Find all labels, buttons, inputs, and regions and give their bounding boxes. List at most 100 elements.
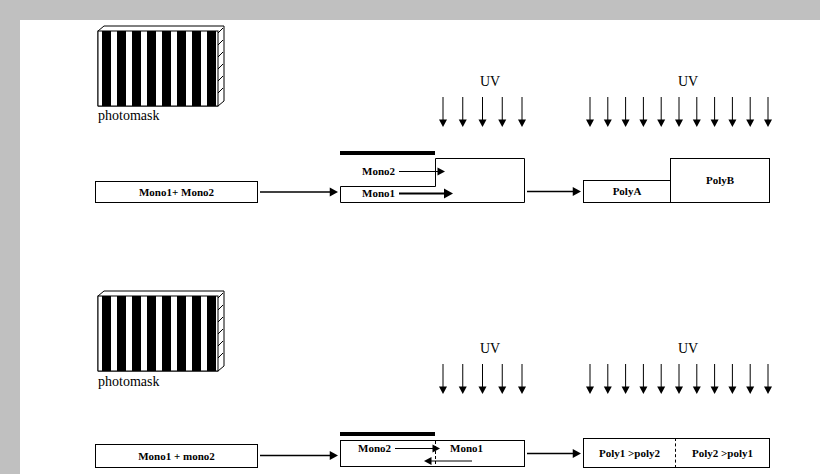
polymer-region: Poly2 >poly1 xyxy=(676,438,770,468)
uv-ray xyxy=(764,364,772,394)
node-text: PolyA xyxy=(613,185,642,198)
mask-stripe xyxy=(192,296,201,371)
node-text: Mono1 + mono2 xyxy=(138,450,215,463)
arrow-head xyxy=(586,120,594,128)
arrow-head xyxy=(498,387,506,395)
uv-ray xyxy=(693,364,701,394)
uv-ray xyxy=(479,364,487,394)
uv-ray xyxy=(586,364,594,394)
arrow-head xyxy=(622,387,630,395)
mask-stripe xyxy=(162,296,171,371)
mask-stripe xyxy=(177,296,186,371)
stepped-outline xyxy=(341,159,525,203)
uv-ray xyxy=(459,97,467,127)
mask-edge-line xyxy=(218,353,223,358)
mixture-box: Mono1+ Mono2 xyxy=(95,181,258,203)
arrow-head xyxy=(693,120,701,128)
photomask-figure xyxy=(98,26,224,106)
mask-stripe xyxy=(147,31,156,106)
arrow-shaft xyxy=(522,364,523,390)
arrow-head xyxy=(764,120,772,128)
arrow-shaft xyxy=(768,364,769,390)
arrow-head xyxy=(518,120,526,128)
mask-stripe xyxy=(132,296,141,371)
mask-stripe xyxy=(147,296,156,371)
node-text: Poly1 >poly2 xyxy=(599,447,660,460)
diffusion-arrow xyxy=(399,168,445,176)
mask-edge-line xyxy=(218,40,223,45)
photomask-face xyxy=(98,296,218,371)
arrow-shaft xyxy=(750,364,751,390)
uv-ray xyxy=(639,97,647,127)
arrow-shaft xyxy=(399,171,441,172)
uv-ray xyxy=(604,364,612,394)
arrow-shaft xyxy=(260,455,333,457)
mask-stripe xyxy=(192,31,201,106)
arrow-head xyxy=(424,457,432,465)
uv-ray xyxy=(518,97,526,127)
uv-label: UV xyxy=(480,341,500,357)
arrow-head xyxy=(639,387,647,395)
process-arrow xyxy=(527,449,581,458)
arrow-shaft xyxy=(679,364,680,390)
arrow-head xyxy=(586,387,594,395)
process-arrow xyxy=(527,187,581,196)
mask-edge-line xyxy=(218,52,223,57)
arrow-shaft xyxy=(522,97,523,123)
arrow-shaft xyxy=(590,364,591,390)
photomask-frame xyxy=(98,26,224,106)
uv-ray xyxy=(657,364,665,394)
node-text: PolyB xyxy=(706,174,734,187)
photomask-figure xyxy=(98,291,224,371)
arrow-head xyxy=(639,120,647,128)
arrow-shaft xyxy=(625,364,626,390)
photomask-face xyxy=(98,31,218,106)
mask-bar xyxy=(340,151,435,155)
arrow-head xyxy=(444,189,453,199)
arrow-head xyxy=(479,120,487,128)
uv-label: UV xyxy=(678,341,698,357)
arrow-shaft xyxy=(395,448,436,449)
arrow-shaft xyxy=(462,364,463,390)
uv-ray xyxy=(586,97,594,127)
diffusion-box: Mono2Mono1 xyxy=(340,440,525,467)
uv-ray xyxy=(622,364,630,394)
arrow-shaft xyxy=(732,364,733,390)
arrow-shaft xyxy=(590,97,591,123)
uv-ray xyxy=(693,97,701,127)
arrow-head xyxy=(657,120,665,128)
uv-ray xyxy=(604,97,612,127)
diffusion-arrow xyxy=(424,457,472,465)
arrow-shaft xyxy=(482,97,483,123)
node-text: Poly2 >poly1 xyxy=(692,447,753,460)
node-text: Mono1 xyxy=(450,442,483,455)
node-text: Mono2 xyxy=(362,165,395,178)
arrow-shaft xyxy=(768,97,769,123)
arrow-shaft xyxy=(260,191,333,193)
figure-label: photomask xyxy=(98,108,159,124)
polymer-box: PolyA xyxy=(583,180,671,203)
arrow-shaft xyxy=(643,97,644,123)
diffusion-arrow xyxy=(399,189,453,199)
uv-ray xyxy=(746,364,754,394)
arrow-head xyxy=(330,451,338,460)
arrow-head xyxy=(746,387,754,395)
figure-label: photomask xyxy=(98,374,159,390)
uv-ray xyxy=(657,97,665,127)
arrow-shaft xyxy=(443,364,444,390)
uv-ray xyxy=(459,364,467,394)
arrow-shaft xyxy=(714,97,715,123)
arrow-shaft xyxy=(643,364,644,390)
mask-edge-line xyxy=(218,317,223,322)
arrow-head xyxy=(498,120,506,128)
uv-ray xyxy=(728,97,736,127)
mask-stripe xyxy=(162,31,171,106)
arrow-head xyxy=(433,445,441,453)
uv-ray xyxy=(711,364,719,394)
uv-ray xyxy=(622,97,630,127)
mask-stripe xyxy=(207,296,216,371)
arrow-head xyxy=(657,387,665,395)
arrow-head xyxy=(604,387,612,395)
arrow-head xyxy=(459,387,467,395)
uv-ray xyxy=(479,97,487,127)
